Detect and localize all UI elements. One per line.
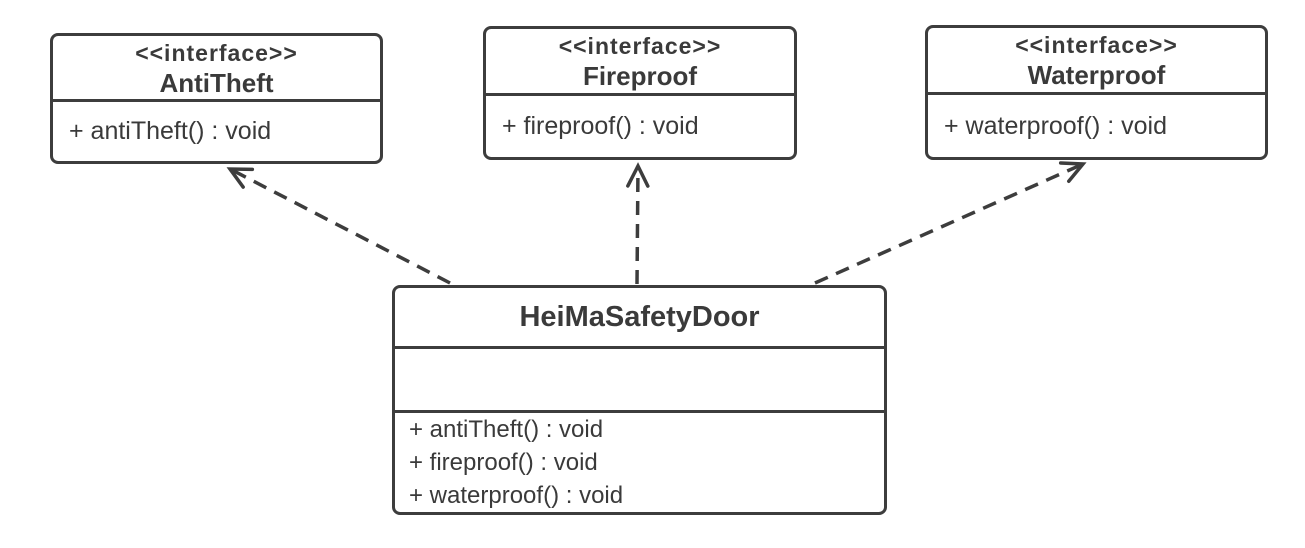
interface-box-antitheft[interactable]: <<interface>> AntiTheft + antiTheft() : … [50, 33, 383, 164]
methods-compartment: + waterproof() : void [928, 95, 1265, 157]
methods-compartment: + antiTheft() : void [53, 102, 380, 161]
interface-header: <<interface>> Waterproof [928, 28, 1265, 95]
interface-header: <<interface>> Fireproof [486, 29, 794, 96]
stereotype-label: <<interface>> [1015, 32, 1178, 58]
method-label: + antiTheft() : void [409, 416, 604, 443]
methods-compartment: + antiTheft() : void + fireproof() : voi… [395, 413, 884, 512]
fields-compartment [395, 349, 884, 413]
class-box-heimasafetydoor[interactable]: HeiMaSafetyDoor + antiTheft() : void + f… [392, 285, 887, 515]
class-name: HeiMaSafetyDoor [395, 288, 884, 350]
method-label: + fireproof() : void [502, 112, 699, 140]
interface-box-fireproof[interactable]: <<interface>> Fireproof + fireproof() : … [483, 26, 797, 160]
method-label: + antiTheft() : void [69, 117, 272, 145]
methods-compartment: + fireproof() : void [486, 96, 794, 157]
stereotype-label: <<interface>> [135, 39, 298, 66]
interface-header: <<interface>> AntiTheft [53, 36, 380, 102]
realization-connector-waterproof [814, 161, 1087, 285]
interface-name: Waterproof [1027, 60, 1166, 90]
interface-box-waterproof[interactable]: <<interface>> Waterproof + waterproof() … [925, 25, 1268, 160]
stereotype-label: <<interface>> [558, 33, 722, 59]
method-label: + waterproof() : void [409, 482, 624, 509]
method-label: + fireproof() : void [409, 449, 598, 476]
interface-name: AntiTheft [159, 67, 274, 98]
realization-connector-antitheft [226, 167, 451, 285]
method-label: + waterproof() : void [944, 111, 1168, 140]
interface-name: Fireproof [582, 61, 698, 91]
realization-connector-fireproof [626, 162, 650, 285]
